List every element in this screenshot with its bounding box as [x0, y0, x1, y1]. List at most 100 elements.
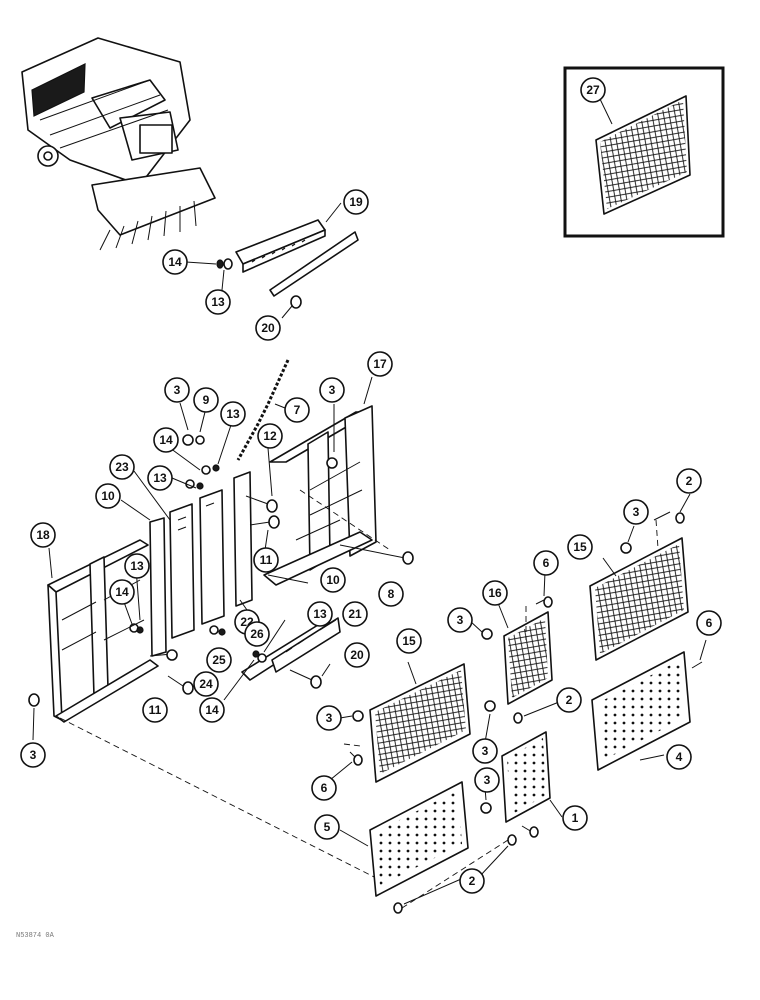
callout-14: 14 — [109, 579, 135, 605]
callout-circle — [474, 767, 500, 793]
callout-number: 2 — [469, 874, 476, 888]
callout-number: 9 — [203, 393, 210, 407]
callout-circle — [314, 814, 340, 840]
callout-circle — [472, 738, 498, 764]
callout-number: 24 — [199, 677, 213, 691]
callout-number: 26 — [250, 627, 264, 641]
callout-21: 21 — [342, 601, 368, 627]
callout-circle — [378, 581, 404, 607]
callout-number: 3 — [326, 711, 333, 725]
callout-number: 14 — [205, 703, 219, 717]
callout-number: 8 — [388, 587, 395, 601]
callout-circle — [320, 567, 346, 593]
callout-circle — [623, 499, 649, 525]
callout-19: 19 — [343, 189, 369, 215]
callout-15: 15 — [567, 534, 593, 560]
callout-2: 2 — [556, 687, 582, 713]
callout-number: 11 — [149, 703, 162, 717]
callout-number: 4 — [676, 750, 683, 764]
callout-16: 16 — [482, 580, 508, 606]
callout-23: 23 — [109, 454, 135, 480]
callout-number: 11 — [260, 553, 273, 567]
callout-13: 13 — [220, 401, 246, 427]
frame-17 — [263, 376, 391, 586]
callout-number: 13 — [226, 407, 240, 421]
callout-3: 3 — [472, 738, 498, 764]
callout-number: 21 — [348, 607, 362, 621]
callout-circle — [533, 550, 559, 576]
callout-circle — [580, 77, 606, 103]
callout-number: 13 — [313, 607, 327, 621]
callout-circle — [676, 468, 702, 494]
screen-15-right — [589, 493, 691, 661]
callout-number: 6 — [706, 616, 713, 630]
callout-circle — [666, 744, 692, 770]
callout-circle — [142, 697, 168, 723]
callout-circle — [696, 610, 722, 636]
callout-number: 12 — [263, 429, 277, 443]
callout-10: 10 — [95, 483, 121, 509]
callout-circle — [124, 553, 150, 579]
callout-circle — [284, 397, 310, 423]
callout-1: 1 — [562, 805, 588, 831]
callout-circle — [367, 351, 393, 377]
callout-number: 13 — [130, 559, 144, 573]
callout-14: 14 — [199, 697, 225, 723]
bracket-21 — [223, 617, 341, 701]
callout-number: 10 — [326, 573, 340, 587]
callout-11: 11 — [142, 697, 168, 723]
callout-24: 24 — [193, 671, 219, 697]
callout-6: 6 — [311, 775, 337, 801]
callout-circle — [482, 580, 508, 606]
callout-4: 4 — [666, 744, 692, 770]
callout-circle — [199, 697, 225, 723]
callout-circle — [205, 289, 231, 315]
callout-number: 5 — [324, 820, 331, 834]
callout-circle — [556, 687, 582, 713]
callout-circle — [147, 465, 173, 491]
callout-3: 3 — [164, 377, 190, 403]
callout-20: 20 — [255, 315, 281, 341]
callout-number: 20 — [261, 321, 275, 335]
callout-10: 10 — [320, 567, 346, 593]
callout-circle — [153, 427, 179, 453]
callout-12: 12 — [257, 423, 283, 449]
callout-circle — [20, 742, 46, 768]
callout-2: 2 — [459, 868, 485, 894]
callout-26: 26 — [244, 621, 270, 647]
callout-circle — [311, 775, 337, 801]
callout-6: 6 — [533, 550, 559, 576]
callout-number: 6 — [543, 556, 550, 570]
callout-circle — [109, 579, 135, 605]
callout-number: 3 — [484, 773, 491, 787]
callout-number: 7 — [294, 403, 301, 417]
callout-13: 13 — [147, 465, 173, 491]
callout-number: 13 — [153, 471, 167, 485]
vertical-bars — [120, 402, 414, 695]
callout-circle — [244, 621, 270, 647]
plate-5 — [339, 781, 517, 914]
callout-3: 3 — [316, 705, 342, 731]
callout-number: 15 — [573, 540, 587, 554]
callout-27: 27 — [580, 77, 606, 103]
callout-14: 14 — [153, 427, 179, 453]
callout-circle — [447, 607, 473, 633]
callout-circle — [164, 377, 190, 403]
callout-6: 6 — [696, 610, 722, 636]
callout-3: 3 — [623, 499, 649, 525]
figure-reference-number: N53874 0A — [16, 932, 54, 940]
callout-3: 3 — [447, 607, 473, 633]
screen-15-center — [329, 661, 471, 783]
callout-circle — [316, 705, 342, 731]
callout-3: 3 — [319, 377, 345, 403]
callout-7: 7 — [284, 397, 310, 423]
callout-13: 13 — [205, 289, 231, 315]
callout-2: 2 — [676, 468, 702, 494]
callout-number: 6 — [321, 781, 328, 795]
callout-number: 3 — [174, 383, 181, 397]
cotton-picker-machine-illustration — [21, 37, 216, 251]
callout-17: 17 — [367, 351, 393, 377]
callout-11: 11 — [253, 547, 279, 573]
